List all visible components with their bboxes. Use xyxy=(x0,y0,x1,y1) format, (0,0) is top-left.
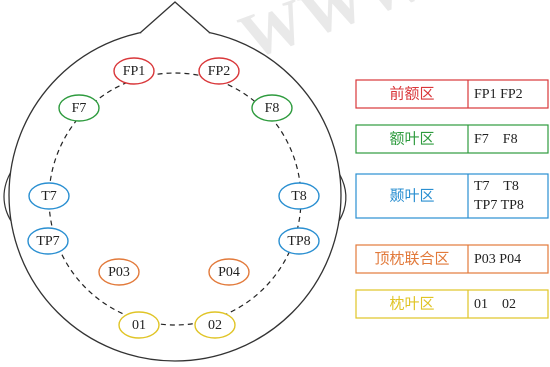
legend-channels: FP1 FP2 xyxy=(474,87,523,102)
legend-row-box xyxy=(355,124,549,154)
electrode-label: P04 xyxy=(218,265,240,280)
legend-row: 前额区 FP1 FP2 xyxy=(355,79,549,109)
electrode-t7: T7 xyxy=(28,182,70,210)
electrode-tp7: TP7 xyxy=(27,227,69,255)
nose xyxy=(139,1,211,34)
electrode-o2: 02 xyxy=(194,311,236,339)
legend-channels: 01 02 xyxy=(474,297,516,312)
legend-row-box xyxy=(355,244,549,274)
legend-row-box xyxy=(355,289,549,319)
electrode-marker xyxy=(194,311,236,339)
electrode-marker xyxy=(98,258,140,286)
electrode-label: P03 xyxy=(108,265,130,280)
electrode-fp2: FP2 xyxy=(198,57,240,85)
electrode-marker xyxy=(58,94,100,122)
legend-channels: F7 F8 xyxy=(474,132,518,147)
electrode-f8: F8 xyxy=(251,94,293,122)
legend-row-box xyxy=(355,173,549,219)
electrode-tp8: TP8 xyxy=(278,227,320,255)
electrode-p04: P04 xyxy=(208,258,250,286)
legend-row-box xyxy=(355,79,549,109)
legend-region-name: 顶枕联合区 xyxy=(374,250,449,267)
electrode-marker xyxy=(118,311,160,339)
electrode-f7: F7 xyxy=(58,94,100,122)
electrode-label: T8 xyxy=(291,189,307,204)
legend-channels: T7 T8 xyxy=(474,179,519,194)
legend-region-name: 额叶区 xyxy=(389,130,434,147)
electrode-marker xyxy=(198,57,240,85)
electrode-marker xyxy=(278,227,320,255)
electrode-marker xyxy=(208,258,250,286)
electrode-fp1: FP1 xyxy=(113,57,155,85)
electrode-label: FP2 xyxy=(208,64,231,79)
electrode-label: 01 xyxy=(132,318,146,333)
legend-row: 枕叶区 01 02 xyxy=(355,289,549,319)
electrode-label: F7 xyxy=(72,101,87,116)
electrode-marker xyxy=(251,94,293,122)
electrode-p03: P03 xyxy=(98,258,140,286)
legend-row: 额叶区 F7 F8 xyxy=(355,124,549,154)
electrode-label: F8 xyxy=(265,101,280,116)
electrode-marker xyxy=(28,182,70,210)
electrode-label: FP1 xyxy=(123,64,146,79)
legend-row: 顶枕联合区 P03 P04 xyxy=(355,244,549,274)
electrode-t8: T8 xyxy=(278,182,320,210)
legend-channels: P03 P04 xyxy=(474,252,521,267)
electrode-o1: 01 xyxy=(118,311,160,339)
legend-row: 颞叶区 T7 T8 TP7 TP8 xyxy=(355,173,549,219)
electrode-label: T7 xyxy=(41,189,57,204)
electrode-marker xyxy=(27,227,69,255)
electrode-label: 02 xyxy=(208,318,222,333)
electrode-marker xyxy=(278,182,320,210)
legend-region-name: 颞叶区 xyxy=(389,187,434,204)
electrode-label: TP8 xyxy=(287,234,310,249)
region-legend: 前额区 FP1 FP2 额叶区 F7 F8 颞叶区 T7 T8 TP7 TP8 顶枕联合区 P0… xyxy=(355,79,549,319)
electrode-label: TP7 xyxy=(36,234,59,249)
legend-channels: TP7 TP8 xyxy=(474,198,524,213)
electrode-marker xyxy=(113,57,155,85)
legend-region-name: 前额区 xyxy=(389,85,434,102)
legend-region-name: 枕叶区 xyxy=(389,295,434,312)
